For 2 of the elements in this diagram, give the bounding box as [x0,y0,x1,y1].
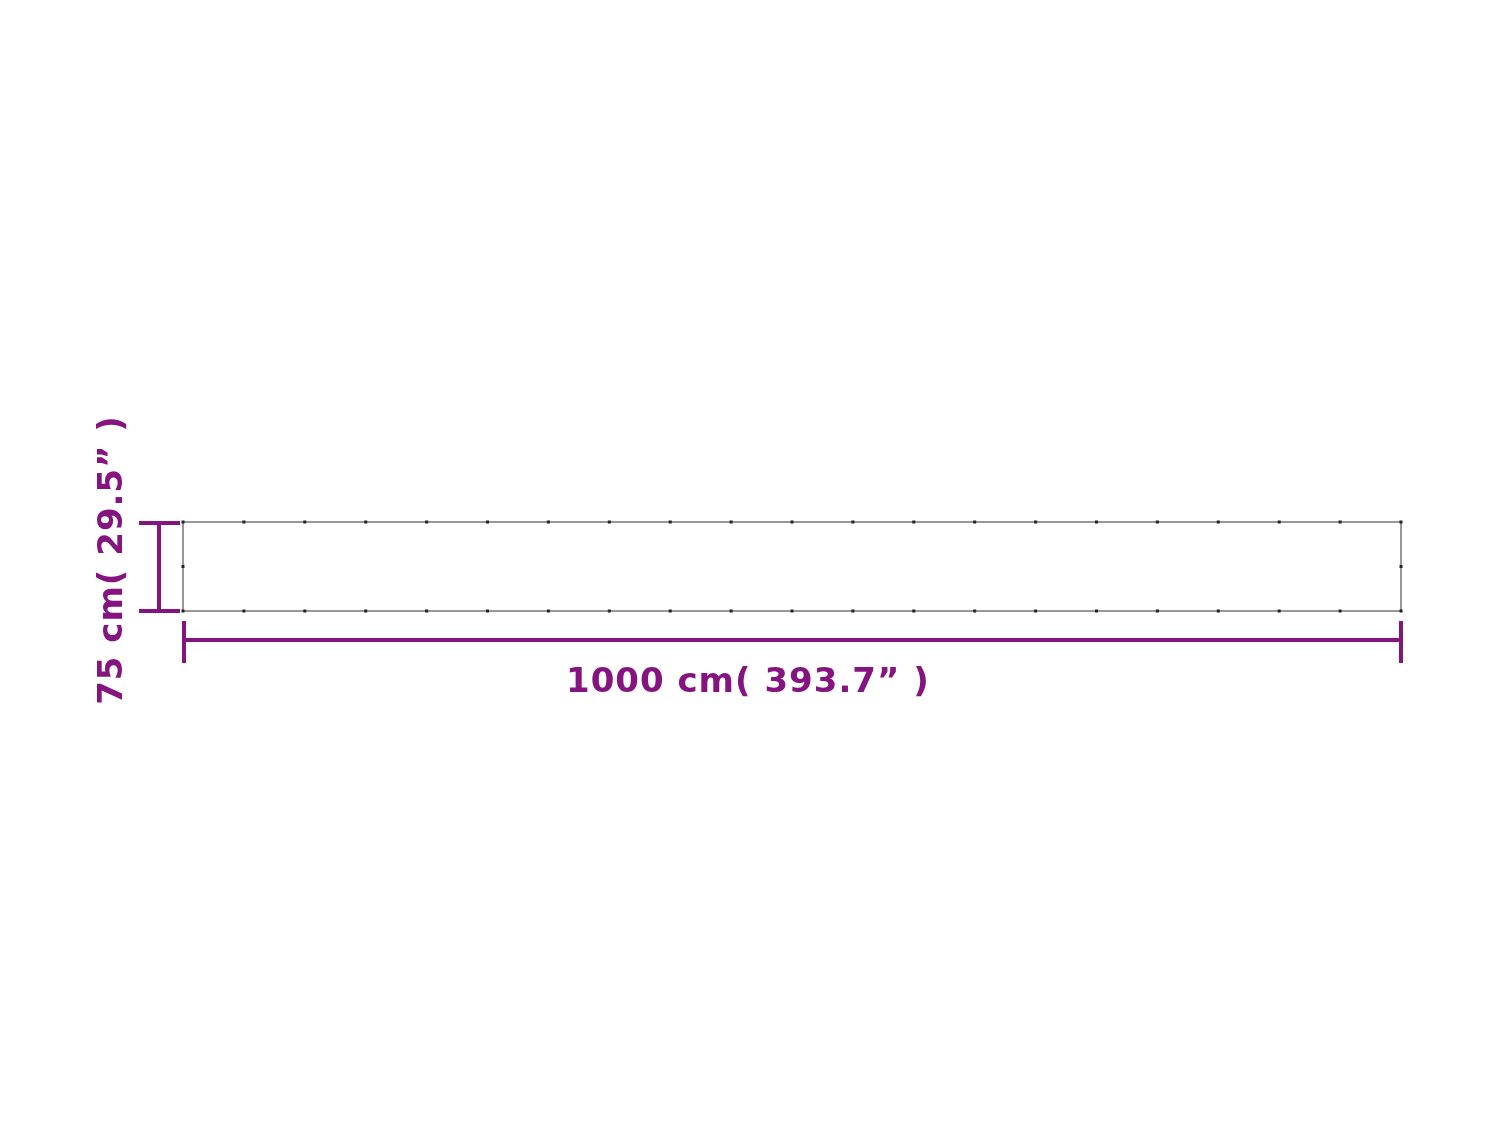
dimension-label: 1000 cm( 393.7” ) [566,663,930,697]
dimension-label: 75 cm( 29.5” ) [92,415,127,705]
